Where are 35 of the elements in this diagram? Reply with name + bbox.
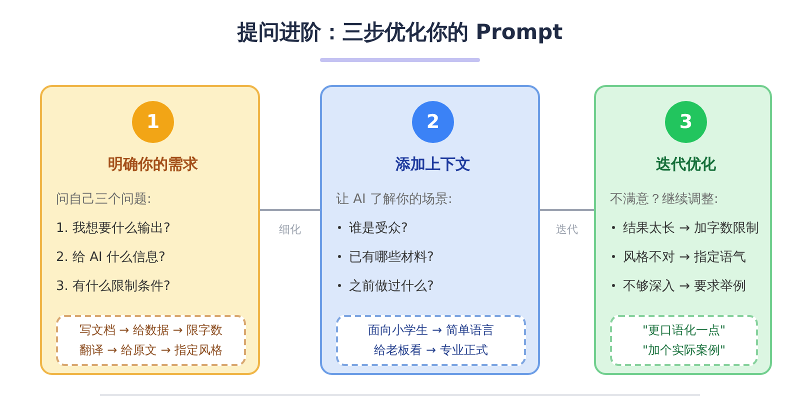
step-number-badge: 2 (412, 101, 454, 143)
step-number-badge: 1 (132, 101, 174, 143)
step-intro: 让 AI 了解你的场景: (336, 191, 454, 208)
example-text: 给老板看 → 专业正式 (374, 342, 488, 359)
example-text: 写文档 → 给数据 → 限字数 (79, 322, 223, 339)
step-heading: 迭代优化 (656, 155, 716, 174)
step-heading: 添加上下文 (396, 155, 470, 174)
step-heading: 明确你的需求 (108, 155, 198, 174)
connector-line (540, 209, 594, 211)
example-text: 面向小学生 → 简单语言 (368, 322, 494, 339)
step-intro: 问自己三个问题: (56, 191, 152, 208)
step-card (594, 85, 772, 375)
list-item: 3. 有什么限制条件? (56, 278, 172, 295)
example-text: "更口语化一点" (642, 322, 726, 339)
diagram-title: 提问进阶：三步优化你的 Prompt (237, 19, 563, 46)
list-item: 2. 给 AI 什么信息? (56, 249, 166, 266)
edge-label: 迭代 (554, 222, 580, 237)
example-text: 翻译 → 给原文 → 指定风格 (79, 342, 223, 359)
example-note-box (610, 315, 758, 366)
step-card (40, 85, 260, 375)
example-note-box (56, 315, 246, 366)
edge-label: 细化 (277, 222, 303, 237)
example-text: "加个实际案例" (642, 342, 726, 359)
list-item: 风格不对 → 指定语气 (610, 248, 762, 266)
step-intro: 不满意？继续调整: (610, 191, 720, 208)
connector-line (260, 209, 320, 211)
step-card (320, 85, 540, 375)
list-item: 不够深入 → 要求举例 (610, 277, 762, 295)
list-item: 谁是受众? (336, 219, 530, 237)
list-item: 结果太长 → 加字数限制 (610, 219, 762, 237)
example-note-box (336, 315, 526, 366)
list-item: 1. 我想要什么输出? (56, 220, 172, 237)
list-item: 之前做过什么? (336, 277, 530, 295)
list-item: 已有哪些材料? (336, 248, 530, 266)
step-number-badge: 3 (665, 101, 707, 143)
